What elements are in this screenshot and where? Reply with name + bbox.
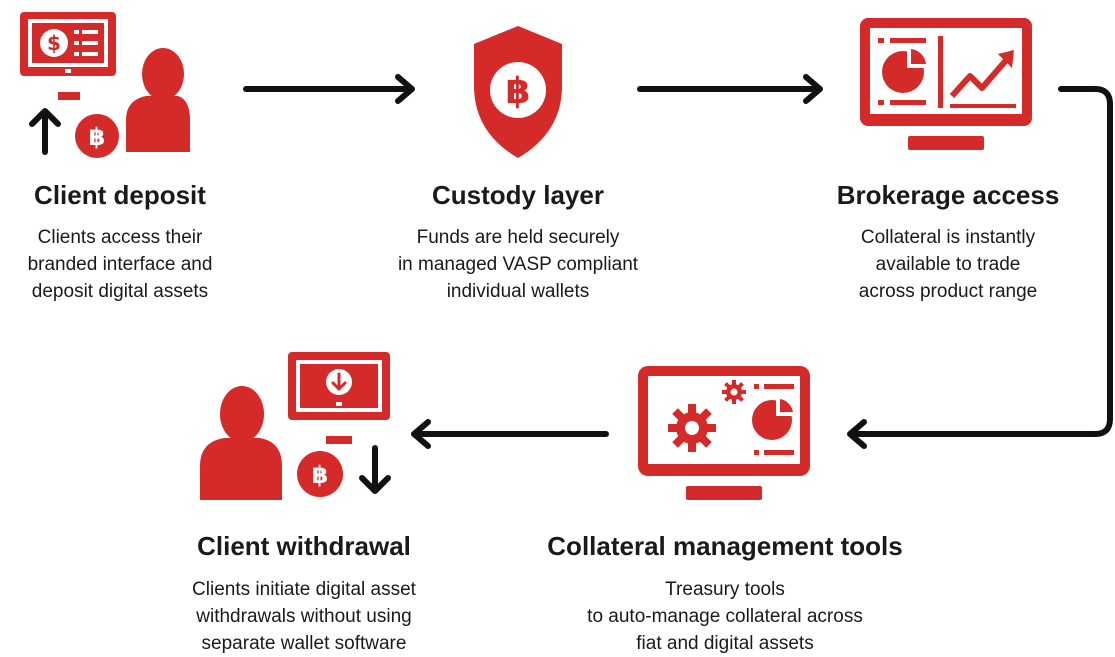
step-desc-brokerage: Collateral is instantly available to tra… xyxy=(818,224,1078,305)
step-title-brokerage: Brokerage access xyxy=(836,180,1060,210)
deposit-icon: $ ฿ xyxy=(20,12,190,158)
svg-text:$: $ xyxy=(47,31,61,55)
monitor-gears-icon xyxy=(638,366,810,500)
desc-line: Treasury tools xyxy=(665,579,785,600)
desc-line: across product range xyxy=(858,281,1038,302)
step-title-collateral: Collateral management tools xyxy=(547,531,903,561)
desc-line: Funds are held securely xyxy=(416,227,620,248)
withdrawal-icon: ฿ xyxy=(200,352,391,500)
desc-line: Collateral is instantly xyxy=(860,227,1036,248)
svg-text:฿: ฿ xyxy=(89,123,106,151)
desc-line: in managed VASP compliant xyxy=(397,254,639,275)
arrow-brokerage-to-collateral xyxy=(847,86,1113,449)
step-desc-custody: Funds are held securely in managed VASP … xyxy=(378,224,658,305)
desc-line: branded interface and xyxy=(27,254,213,275)
desc-line: to auto-manage collateral across xyxy=(587,606,863,627)
desc-line: individual wallets xyxy=(446,281,590,302)
step-title-deposit: Client deposit xyxy=(34,180,206,210)
arrow-custody-to-brokerage xyxy=(637,74,823,104)
arrow-deposit-to-custody xyxy=(243,74,415,104)
desc-line: deposit digital assets xyxy=(31,281,209,302)
desc-line: separate wallet software xyxy=(201,633,407,654)
monitor-chart-icon xyxy=(860,18,1032,150)
desc-line: Clients initiate digital asset xyxy=(192,579,416,600)
desc-line: available to trade xyxy=(875,254,1021,275)
desc-line: Clients access their xyxy=(37,227,203,248)
desc-line: fiat and digital assets xyxy=(636,633,814,654)
step-desc-withdrawal: Clients initiate digital asset withdrawa… xyxy=(144,576,464,657)
arrow-collateral-to-withdrawal xyxy=(411,419,609,449)
svg-text:฿: ฿ xyxy=(505,71,530,112)
step-desc-collateral: Treasury tools to auto-manage collateral… xyxy=(540,576,910,657)
desc-line: withdrawals without using xyxy=(196,606,412,627)
step-title-withdrawal: Client withdrawal xyxy=(197,531,411,561)
svg-text:฿: ฿ xyxy=(312,461,329,489)
step-title-custody: Custody layer xyxy=(432,180,604,210)
step-desc-deposit: Clients access their branded interface a… xyxy=(0,224,240,305)
shield-bitcoin-icon: ฿ xyxy=(474,26,562,158)
